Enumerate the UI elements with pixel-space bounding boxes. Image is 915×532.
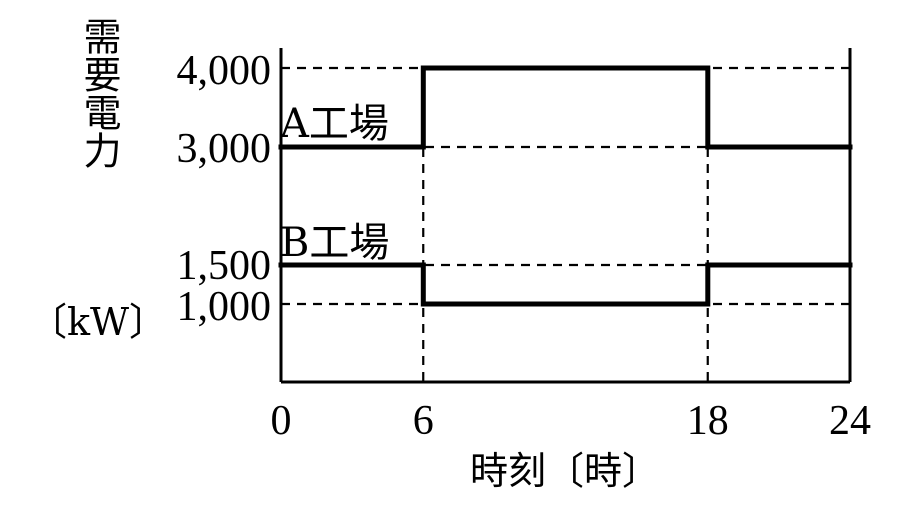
series-layer: [278, 65, 853, 307]
y-tick-label-1500: 1,500: [177, 243, 272, 289]
y-tick-label-1000: 1,000: [177, 284, 272, 330]
series-label-a-factory: A工場: [279, 101, 389, 147]
x-axis-title: 時刻〔時〕: [470, 449, 660, 493]
y-axis-title: 需要電力: [77, 17, 121, 169]
x-tick-label-6: 6: [413, 398, 434, 444]
y-axis-unit: 〔kW〕: [29, 300, 167, 344]
series-line-b-factory: [278, 262, 853, 307]
x-tick-label-18: 18: [687, 398, 729, 444]
x-tick-label-24: 24: [829, 398, 871, 444]
axes-layer: [279, 48, 852, 384]
y-tick-label-3000: 3,000: [177, 126, 272, 172]
x-tick-label-0: 0: [271, 398, 292, 444]
y-tick-label-4000: 4,000: [177, 48, 272, 94]
series-label-b-factory: B工場: [280, 220, 389, 266]
series-line-a-factory: [278, 65, 853, 150]
